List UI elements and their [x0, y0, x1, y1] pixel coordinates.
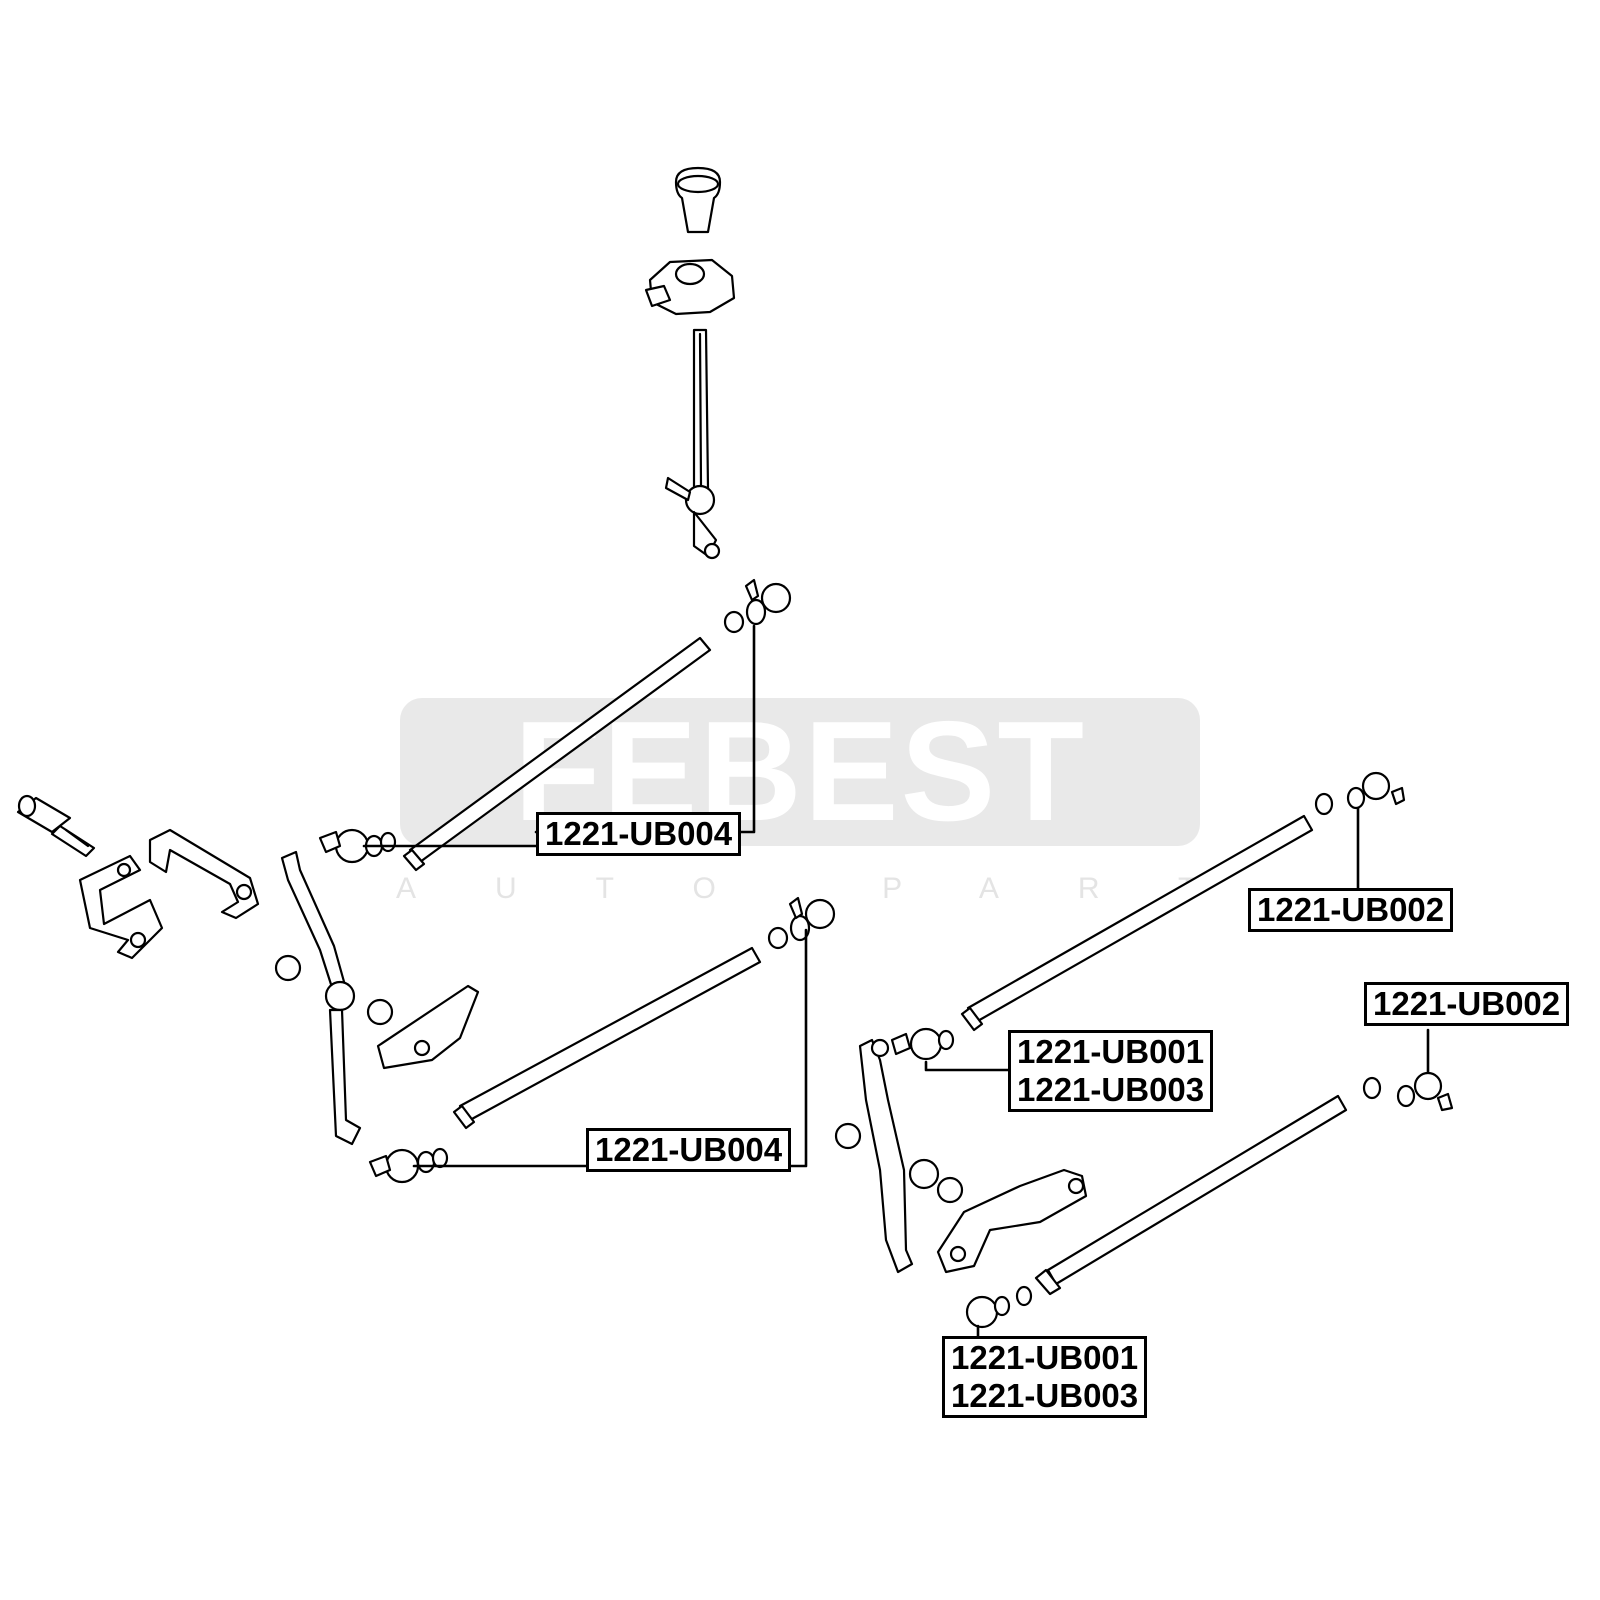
upper-rod: [318, 578, 792, 872]
part-number: 1221-UB001: [1017, 1033, 1205, 1070]
leader-upper-ub004: [534, 624, 756, 834]
middle-rod: [368, 896, 836, 1184]
left-pin: [16, 794, 96, 858]
part-label-bottom-ub001-ub003[interactable]: 1221-UB001 1221-UB003: [942, 1336, 1148, 1418]
part-number: 1221-UB001: [951, 1339, 1139, 1376]
center-bracket: [148, 828, 260, 920]
left-bracket: [78, 854, 164, 960]
right-plate: [936, 1168, 1088, 1274]
part-number: 1221-UB003: [951, 1377, 1139, 1414]
shift-lever-rod: [664, 328, 721, 560]
right-upper-rod: [890, 771, 1406, 1061]
right-lower-rod: [965, 1071, 1454, 1329]
leader-lower-ub004: [782, 928, 808, 1168]
right-shift-arm: [834, 1038, 964, 1274]
part-label-ub002-top[interactable]: 1221-UB002: [1248, 888, 1454, 932]
part-number: 1221-UB002: [1373, 985, 1561, 1022]
part-label-mid-ub001-ub003[interactable]: 1221-UB001 1221-UB003: [1008, 1030, 1214, 1112]
part-number: 1221-UB003: [1017, 1071, 1205, 1108]
part-label-ub002-mid[interactable]: 1221-UB002: [1364, 982, 1570, 1026]
part-number: 1221-UB002: [1257, 891, 1445, 928]
watermark-tagline: AUTO PARTS: [396, 872, 1216, 905]
part-label-upper-ub004[interactable]: 1221-UB004: [536, 812, 742, 856]
left-shift-arm: [274, 850, 394, 1146]
part-label-lower-ub004[interactable]: 1221-UB004: [586, 1128, 792, 1172]
part-number: 1221-UB004: [545, 815, 733, 852]
shift-boot: [644, 258, 736, 316]
leader-mid-ub001: [924, 1060, 1010, 1072]
left-plate: [376, 984, 480, 1070]
shift-knob: [674, 166, 722, 234]
part-number: 1221-UB004: [595, 1131, 783, 1168]
